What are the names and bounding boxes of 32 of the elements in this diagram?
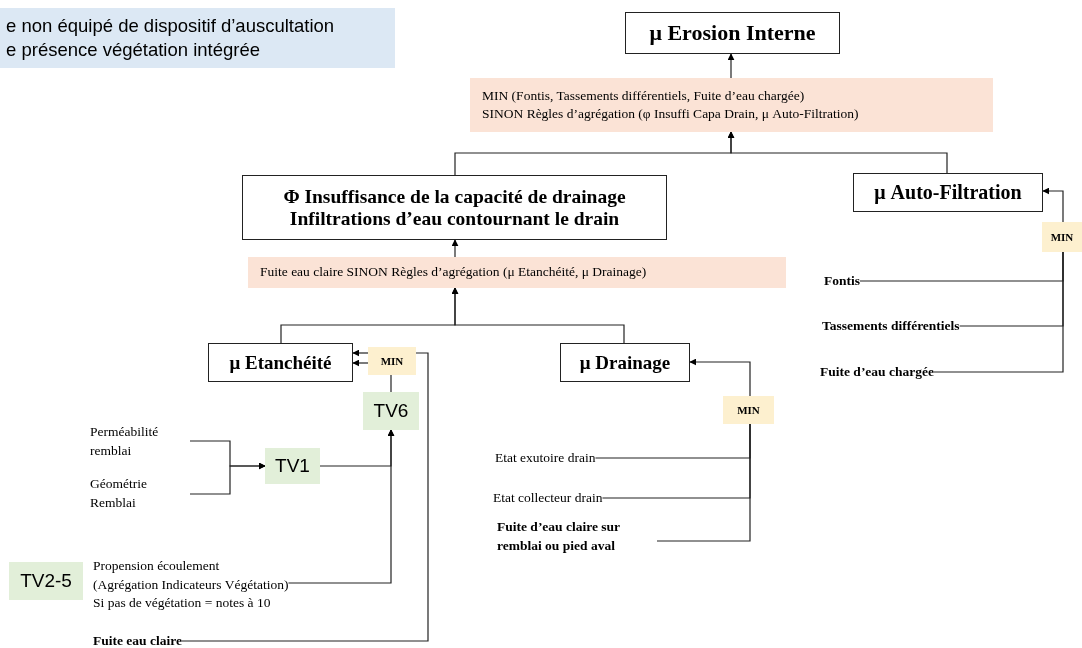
min-operator-box: MIN [368, 347, 416, 375]
criterion-box: μ Auto-Filtration [853, 173, 1043, 212]
result-box: μ Erosion Interne [625, 12, 840, 54]
indicator-label: Fontis [824, 271, 860, 291]
connector-arrow [689, 358, 751, 397]
indicator-label: Propension écoulement (Agrégation Indicateurs Végétation) Si pas de végétation = notes à 10 [93, 557, 289, 613]
connector-arrow [1042, 187, 1064, 223]
criterion-box: μ Drainage [560, 343, 690, 382]
min-operator-box: MIN [1042, 222, 1082, 252]
indicator-label: Fuite eau claire [93, 631, 182, 648]
indicator-label: Géométrie Remblai [90, 475, 190, 513]
connector-arrow [451, 287, 625, 344]
connector-arrow [189, 462, 266, 495]
min-operator-box: MIN [723, 396, 774, 424]
tv-box: TV1 [265, 448, 320, 484]
criterion-box: μ Etanchéité [208, 343, 353, 382]
indicator-label: Etat collecteur drain [493, 488, 603, 508]
criterion-box: Φ Insuffisance de la capacité de drainage Infiltrations d’eau contournant le drain [242, 175, 667, 240]
indicator-label: Tassements différentiels [822, 316, 960, 336]
connector-arrow [727, 53, 735, 79]
connector-arrow [352, 359, 369, 367]
note-box: e non équipé de dispositif d’auscultation e présence végétation intégrée [0, 8, 395, 68]
tv-box: TV2-5 [9, 562, 83, 600]
connector-arrow [727, 131, 948, 174]
indicator-label: Perméabilité remblai [90, 423, 190, 461]
indicator-label: Fuite d’eau claire sur remblai ou pied aval [497, 518, 657, 556]
connector-arrow [352, 349, 369, 357]
indicator-label: Fuite d’eau chargée [820, 362, 934, 382]
connector-arrow [287, 429, 395, 584]
tv-box: TV6 [363, 392, 419, 430]
indicator-label: Etat exutoire drain [495, 448, 596, 468]
connector-arrow [451, 239, 459, 258]
